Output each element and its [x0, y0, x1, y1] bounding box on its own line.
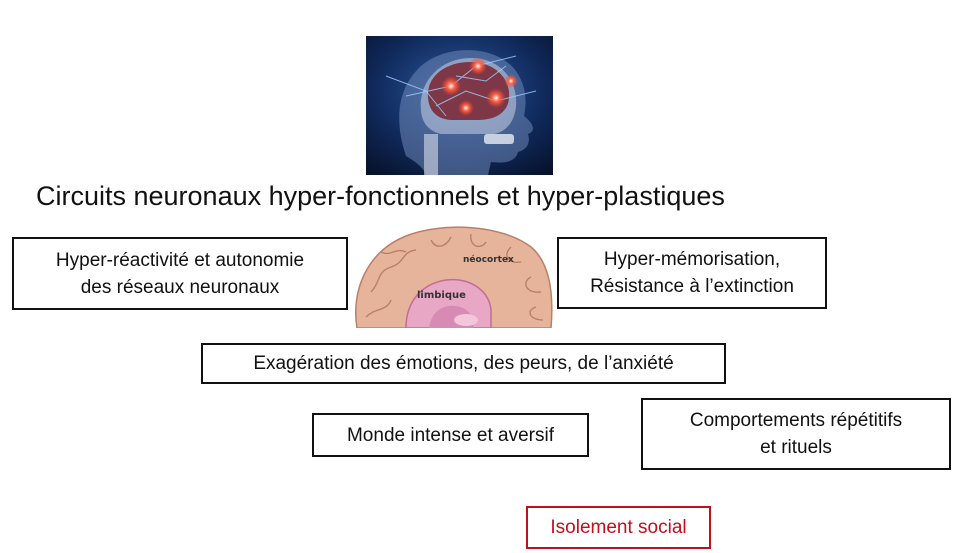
memorization-box: Hyper-mémorisation, Résistance à l’extin… — [557, 237, 827, 309]
limbic-label: limbique — [417, 290, 466, 301]
world-text: Monde intense et aversif — [346, 424, 554, 446]
memorization-line-2: Résistance à l’extinction — [590, 276, 794, 297]
emotions-box: Exagération des émotions, des peurs, de … — [201, 343, 726, 384]
world-box: Monde intense et aversif — [312, 413, 589, 457]
memorization-line-1: Hyper-mémorisation, — [603, 249, 781, 270]
reactivity-line-2: des réseaux neuronaux — [80, 276, 280, 298]
neocortex-label: néocortex — [463, 254, 514, 265]
isolation-text: Isolement social — [550, 517, 687, 538]
diagram-title: Circuits neuronaux hyper-fonctionnels et… — [36, 181, 725, 211]
behaviors-line-1: Comportements répétitifs — [689, 410, 903, 431]
emotions-text: Exagération des émotions, des peurs, de … — [253, 353, 674, 374]
brain-image: néocortex limbique — [351, 222, 554, 328]
behaviors-box: Comportements répétitifs et rituels — [641, 398, 951, 470]
isolation-box: Isolement social — [526, 506, 711, 549]
reactivity-line-1: Hyper-réactivité et autonomie — [55, 249, 305, 271]
neural-head-image — [366, 36, 553, 175]
reactivity-box: Hyper-réactivité et autonomie des réseau… — [12, 237, 348, 310]
behaviors-line-2: et rituels — [760, 437, 832, 458]
